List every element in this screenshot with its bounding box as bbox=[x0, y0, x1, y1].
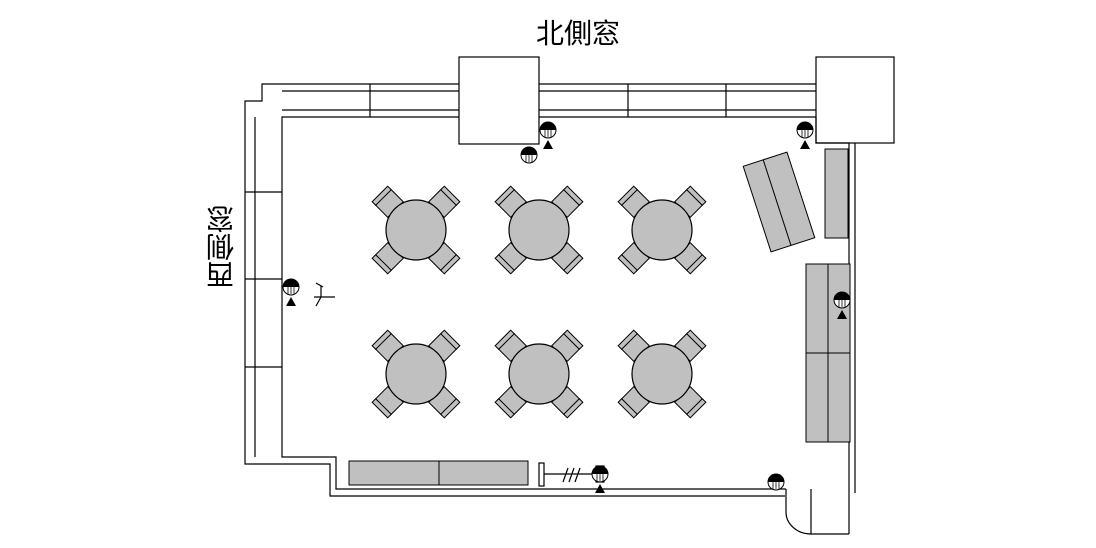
ceiling-light-icon bbox=[767, 473, 785, 491]
sofas bbox=[348, 148, 851, 486]
outer-wall bbox=[244, 83, 785, 497]
north-window-label: 北側窓 bbox=[536, 17, 621, 50]
pillar bbox=[815, 56, 895, 144]
table-set bbox=[494, 329, 584, 419]
ceiling-light-icon bbox=[591, 465, 609, 493]
west-window-label: 西側窓 bbox=[205, 205, 238, 289]
fan-icon bbox=[314, 282, 335, 307]
ceiling-light-icon bbox=[833, 291, 851, 319]
chair-icon bbox=[617, 185, 650, 218]
table-set bbox=[371, 329, 461, 419]
door-icon bbox=[785, 488, 850, 535]
chair-icon bbox=[371, 185, 404, 218]
table-set bbox=[371, 185, 461, 275]
chair-icon bbox=[674, 185, 707, 218]
round-table-icon bbox=[385, 199, 447, 261]
chair-icon bbox=[428, 242, 461, 275]
ceiling-light-icon bbox=[796, 121, 814, 149]
chair-icon bbox=[551, 329, 584, 362]
bench bbox=[824, 148, 849, 239]
round-table-icon bbox=[631, 199, 693, 261]
chair-icon bbox=[674, 329, 707, 362]
round-table-icon bbox=[508, 199, 570, 261]
chair-icon bbox=[371, 329, 404, 362]
pillar bbox=[458, 56, 540, 145]
table-set bbox=[617, 329, 707, 419]
inner-wall bbox=[281, 116, 786, 490]
round-table-icon bbox=[631, 343, 693, 405]
ceiling-light-icon bbox=[520, 146, 538, 164]
ceiling-light-icon bbox=[282, 278, 300, 306]
round-table-icon bbox=[508, 343, 570, 405]
lights bbox=[282, 121, 851, 493]
chair-icon bbox=[551, 242, 584, 275]
chair-icon bbox=[428, 185, 461, 218]
chair-icon bbox=[428, 386, 461, 419]
tables bbox=[371, 185, 707, 419]
chair-icon bbox=[428, 329, 461, 362]
chair-icon bbox=[494, 185, 527, 218]
table-set bbox=[617, 185, 707, 275]
round-table-icon bbox=[385, 343, 447, 405]
ceiling-light-icon bbox=[539, 121, 557, 149]
chair-icon bbox=[551, 185, 584, 218]
sofa-icon bbox=[742, 151, 816, 253]
table-set bbox=[494, 185, 584, 275]
walls bbox=[244, 56, 895, 497]
chair-icon bbox=[371, 386, 404, 419]
